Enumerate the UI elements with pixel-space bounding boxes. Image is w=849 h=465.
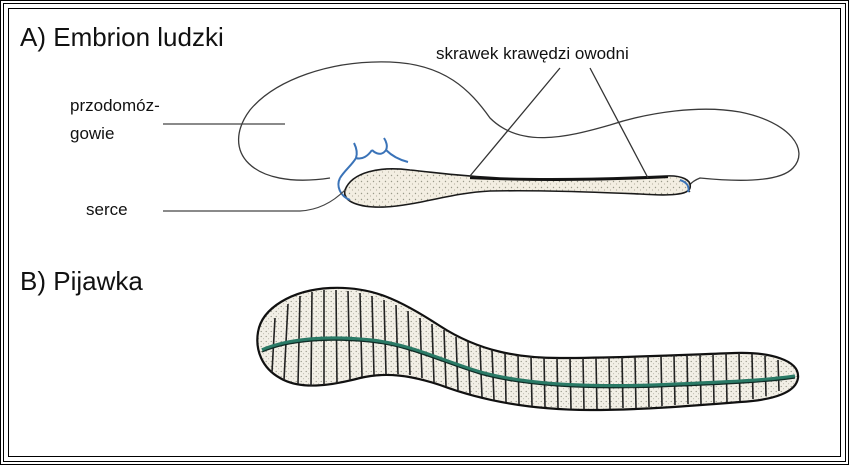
label-forebrain: przodomóz- gowie [70,92,160,148]
section-b-title: B) Pijawka [20,266,143,297]
label-heart: serce [86,200,128,220]
pointer-amnion-2 [590,68,648,178]
label-forebrain-line1: przodomóz- [70,92,160,120]
pointer-amnion-1 [470,68,560,176]
leech-illustration [257,288,798,410]
pointer-heart [163,190,345,211]
embryo-illustration [163,62,799,211]
label-forebrain-line2: gowie [70,120,160,148]
section-a-title: A) Embrion ludzki [20,22,224,53]
embryo-body [345,169,691,207]
label-amnion-edge: skrawek krawędzi owodni [436,44,629,64]
leech-body [257,288,798,410]
amnion-outline [239,62,799,192]
